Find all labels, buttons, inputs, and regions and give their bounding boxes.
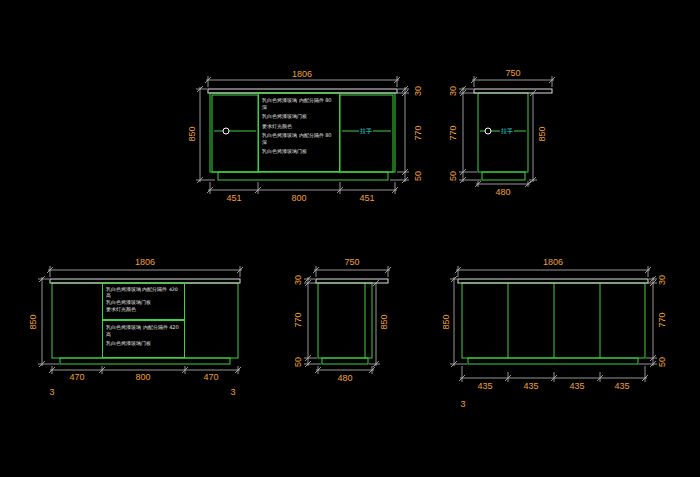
dimension-number: 770: [449, 124, 458, 141]
dimension-number: 451: [358, 194, 375, 203]
panel-note: 乳白色烤漆玻璃 内配分隔件 420高: [106, 324, 181, 337]
dimension-number: 451: [225, 194, 242, 203]
dimension-number: 770: [414, 124, 423, 141]
panel-note: 要求灯光颜色: [262, 123, 336, 130]
dimension-number: 3: [459, 400, 466, 409]
dimension-number: 750: [504, 69, 521, 78]
dimension-number: 800: [134, 373, 151, 382]
panel-note: 乳白色烤漆玻璃门板: [262, 148, 336, 155]
dimension-number: 850: [380, 313, 389, 330]
glass-panel: 乳白色烤漆玻璃 内配分隔件 420高乳白色烤漆玻璃门板要求灯光颜色: [102, 283, 185, 320]
dimension-number: 50: [658, 356, 667, 368]
dimension-number: 1806: [542, 258, 564, 267]
dimension-number: 470: [68, 373, 85, 382]
panel-note: 乳白色烤漆玻璃门板: [106, 340, 181, 347]
glass-panel: 乳白色烤漆玻璃 内配分隔件 420高乳白色烤漆玻璃门板: [102, 320, 185, 358]
dimension-number: 1806: [134, 258, 156, 267]
panel-note: 乳白色烤漆玻璃 内配分隔件 80深: [262, 132, 336, 145]
dimension-number: 770: [658, 311, 667, 328]
dimension-number: 3: [48, 388, 55, 397]
dimension-number: 470: [202, 373, 219, 382]
handle-note: 拉手: [500, 128, 514, 134]
handle-note: 拉手: [359, 128, 373, 134]
dimension-number: 50: [449, 170, 458, 182]
dimension-number: 480: [494, 188, 511, 197]
dimension-number: 850: [538, 125, 547, 142]
dimension-number: 850: [442, 313, 451, 330]
dimension-number: 750: [343, 258, 360, 267]
panel-note: 乳白色烤漆玻璃门板: [106, 300, 181, 306]
dimension-number: 435: [476, 382, 493, 391]
dimension-number: 30: [658, 274, 667, 286]
dimension-number: 30: [449, 85, 458, 97]
dimension-number: 435: [522, 382, 539, 391]
dimension-number: 3: [229, 388, 236, 397]
dimension-number: 1806: [291, 70, 313, 79]
dimension-number: 30: [414, 85, 423, 97]
dimension-number: 850: [29, 313, 38, 330]
dimension-number: 30: [294, 274, 303, 286]
dimension-number: 50: [414, 170, 423, 182]
dimension-number: 850: [188, 125, 197, 142]
dimension-number: 435: [568, 382, 585, 391]
panel-note: 乳白色烤漆玻璃 内配分隔件 420高: [106, 287, 181, 299]
panel-note: 乳白色烤漆玻璃 内配分隔件 80深: [262, 97, 336, 110]
glass-panel: 乳白色烤漆玻璃 内配分隔件 80深乳白色烤漆玻璃门板要求灯光颜色乳白色烤漆玻璃 …: [258, 93, 340, 172]
dimension-number: 480: [336, 374, 353, 383]
dimension-number: 50: [294, 356, 303, 368]
dimension-number: 800: [290, 194, 307, 203]
dimension-number: 770: [294, 311, 303, 328]
dimension-number: 435: [613, 382, 630, 391]
panel-note: 乳白色烤漆玻璃门板: [262, 113, 336, 120]
panel-note: 要求灯光颜色: [106, 307, 181, 313]
